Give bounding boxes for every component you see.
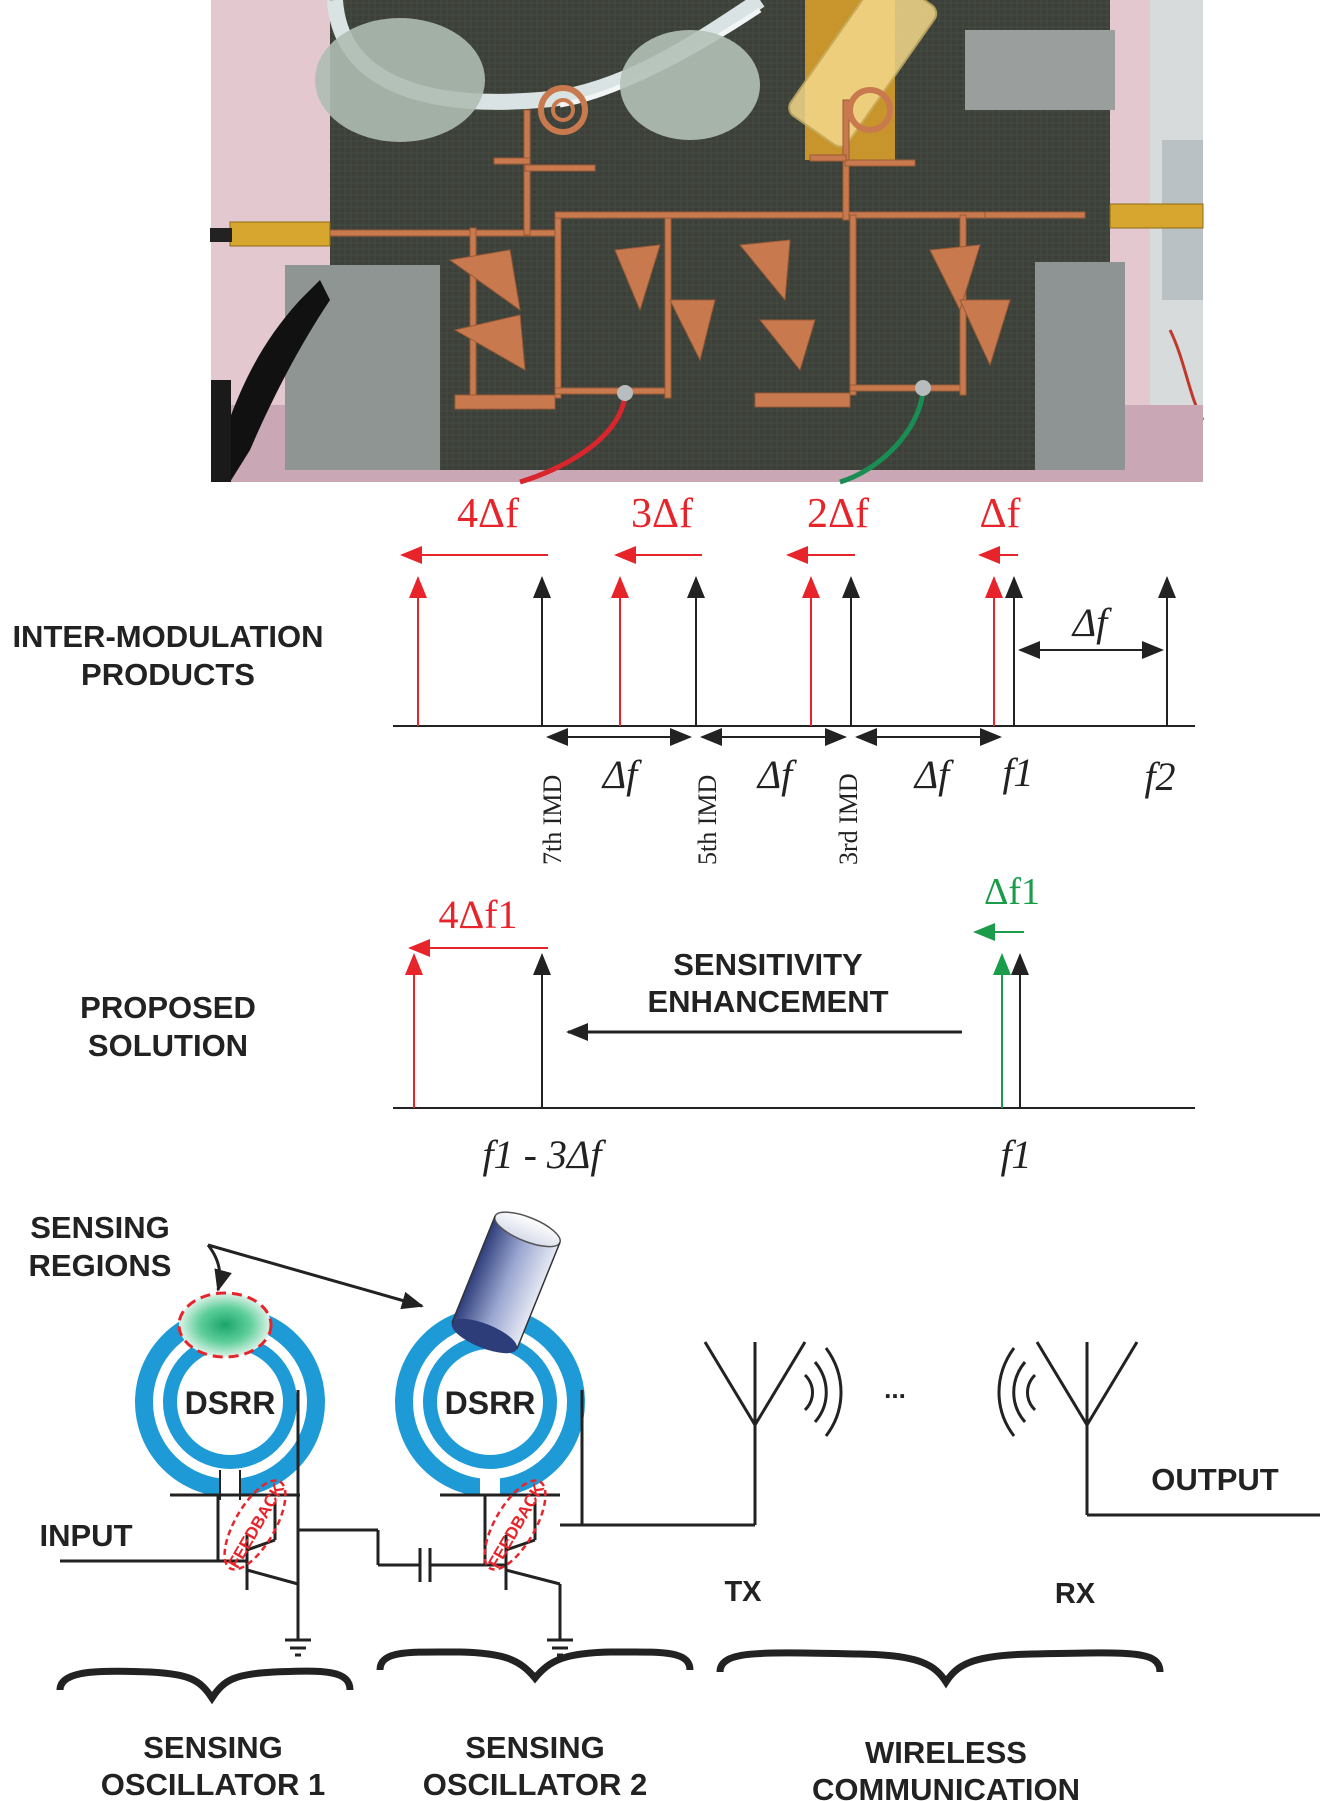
enhancement-label-2: ENHANCEMENT	[647, 984, 888, 1019]
circuit-section: SENSING REGIONS DSRR DSRR	[29, 1210, 1320, 1801]
spacing-label-2: Δf	[756, 752, 797, 797]
f1-label: f1	[1002, 750, 1033, 795]
tx-wave-icon	[803, 1347, 843, 1437]
proposed-shift-green-label: Δf1	[984, 871, 1040, 913]
glue-blob-left	[315, 18, 485, 142]
shift-label-3: 3Δf	[631, 491, 693, 537]
shift-label-1: Δf	[980, 491, 1021, 537]
sma-connector-left	[210, 221, 331, 247]
imd5-label: 5th IMD	[693, 775, 722, 865]
proposed-section: PROPOSED SOLUTION 4Δf1 Δf1 SENSITIVITY E…	[80, 871, 1195, 1177]
sensing-regions-label-2: REGIONS	[29, 1248, 172, 1283]
sensing-arrow-2	[207, 1243, 424, 1310]
group-1-label-1: SENSING	[143, 1730, 283, 1765]
green-wire	[839, 389, 926, 485]
tx-label: TX	[724, 1576, 762, 1608]
proposed-row-label-2: SOLUTION	[88, 1028, 248, 1063]
dsrr-1-label: DSRR	[185, 1385, 276, 1421]
shift-label-4: 4Δf	[457, 491, 519, 537]
vial-icon	[451, 1211, 561, 1354]
alligator-clip	[211, 280, 330, 482]
dsrr-2-label: DSRR	[445, 1385, 536, 1421]
brace-oscillator-1	[56, 1667, 354, 1705]
proposed-axis-right-label: f1	[1000, 1132, 1031, 1177]
f2-label: f2	[1144, 754, 1175, 799]
imd-row-label-2: PRODUCTS	[81, 657, 255, 692]
shift-label-2: 2Δf	[807, 491, 869, 537]
output-label: OUTPUT	[1151, 1462, 1279, 1497]
proposed-shift-red-label: 4Δf1	[438, 892, 517, 937]
group-1-label-2: OSCILLATOR 1	[101, 1767, 325, 1801]
dsrr-2: DSRR	[395, 1211, 585, 1500]
group-3-label-1: WIRELESS	[865, 1735, 1027, 1770]
group-2-label-2: OSCILLATOR 2	[423, 1767, 647, 1801]
red-wire	[519, 394, 628, 485]
photo-ring-2	[847, 87, 893, 133]
imd3-label: 3rd IMD	[834, 773, 863, 865]
glue-blob-right	[620, 30, 760, 140]
dsrr-1: DSRR	[135, 1291, 325, 1500]
rx-antenna-icon	[997, 1341, 1320, 1517]
input-label: INPUT	[40, 1518, 133, 1553]
brace-oscillator-2	[376, 1648, 694, 1684]
sensing-regions-label-1: SENSING	[30, 1210, 170, 1245]
sensor-board-photo	[210, 0, 1205, 485]
oscillator-1-circuit	[60, 1390, 506, 1657]
rx-label: RX	[1055, 1578, 1096, 1610]
imd-row-label-1: INTER-MODULATION	[12, 619, 323, 654]
df-label-f1f2: Δf	[1071, 600, 1112, 645]
spacing-label-1: Δf	[601, 752, 642, 797]
sensing-arrow-1	[206, 1244, 232, 1292]
proposed-row-label-1: PROPOSED	[80, 990, 256, 1025]
enhancement-label-1: SENSITIVITY	[673, 947, 863, 982]
sma-connector-right	[1109, 203, 1204, 229]
photo-ring-1	[538, 85, 588, 135]
sensing-region-glow	[179, 1293, 271, 1357]
tape-right	[1035, 262, 1125, 470]
imd7-label: 7th IMD	[538, 775, 567, 865]
proposed-axis-left-label: f1 - 3Δf	[482, 1132, 606, 1177]
imd-section: INTER-MODULATION PRODUCTS 4Δf 3Δf 2Δf Δf…	[12, 491, 1195, 865]
group-3-label-2: COMMUNICATION	[812, 1772, 1080, 1801]
group-2-label-1: SENSING	[465, 1730, 605, 1765]
test-vial	[788, 0, 938, 148]
ellipsis: ...	[884, 1374, 906, 1404]
spacing-label-3: Δf	[913, 752, 954, 797]
oscillator-2-circuit	[440, 1341, 807, 1657]
brace-wireless	[716, 1649, 1164, 1689]
